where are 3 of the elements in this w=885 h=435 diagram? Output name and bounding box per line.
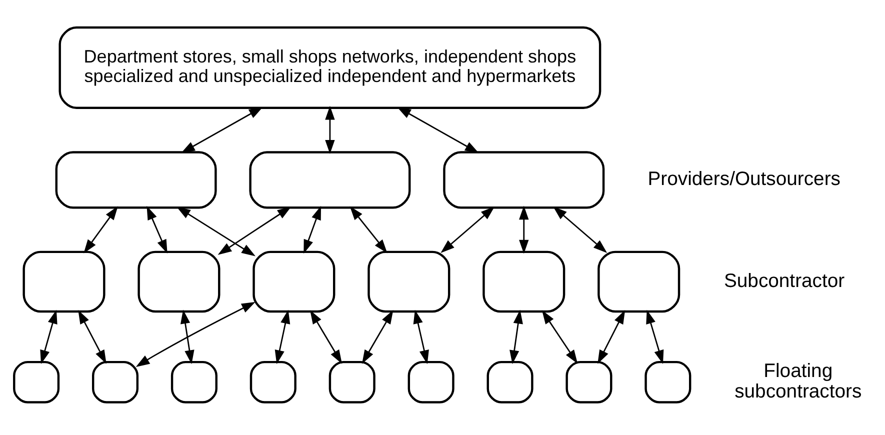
label: Providers/Outsourcers: [648, 168, 840, 190]
label: Floating subcontractors: [734, 359, 862, 402]
label: Subcontractor: [724, 269, 845, 292]
